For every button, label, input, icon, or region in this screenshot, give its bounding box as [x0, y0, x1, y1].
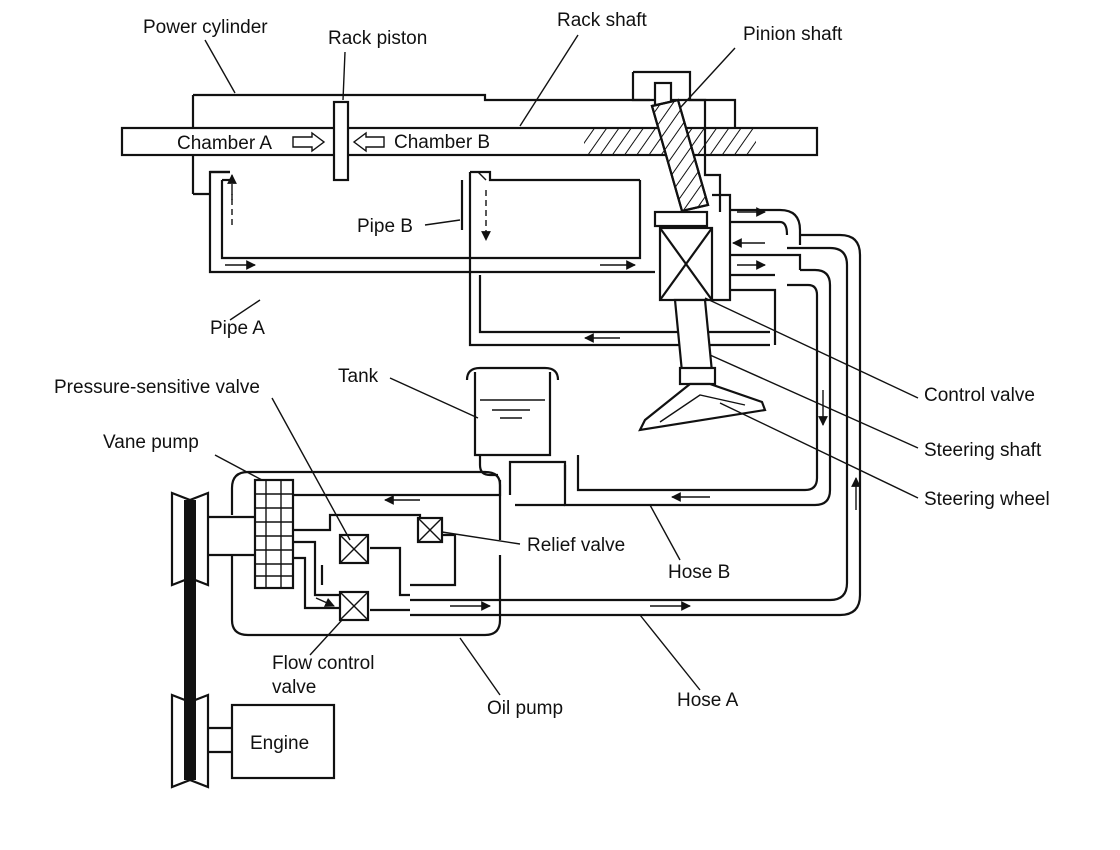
label-pipe-b: Pipe B [357, 216, 413, 237]
hose-b [563, 268, 832, 507]
oil-pump [203, 460, 567, 637]
label-relief-valve: Relief valve [527, 535, 625, 556]
label-power-cylinder: Power cylinder [143, 17, 268, 38]
label-chamber-b: Chamber B [394, 132, 490, 153]
label-chamber-a: Chamber A [177, 133, 272, 154]
label-rack-shaft: Rack shaft [557, 10, 647, 31]
steering-shaft [673, 298, 714, 374]
label-flow-control-valve-1: Flow control [272, 653, 374, 674]
steering-wheel [638, 382, 767, 432]
vane-pump [253, 478, 295, 590]
label-pipe-a: Pipe A [210, 318, 265, 339]
pinion-assembly [631, 70, 802, 432]
hose-a [410, 233, 862, 617]
engine [230, 703, 336, 780]
labels: Power cylinder Rack piston Rack shaft Pi… [54, 10, 1050, 754]
pressure-sensitive-valve [338, 533, 370, 565]
label-pressure-sensitive-valve: Pressure-sensitive valve [54, 377, 260, 398]
label-control-valve: Control valve [924, 385, 1035, 406]
relief-valve [416, 516, 444, 544]
label-steering-shaft: Steering shaft [924, 440, 1042, 461]
label-rack-piston: Rack piston [328, 28, 427, 49]
rack-piston [332, 100, 350, 182]
label-steering-wheel: Steering wheel [924, 489, 1050, 510]
belt-drive [170, 491, 232, 789]
label-oil-pump: Oil pump [487, 698, 563, 719]
label-pinion-shaft: Pinion shaft [743, 24, 843, 45]
label-flow-control-valve-2: valve [272, 677, 316, 698]
label-engine: Engine [250, 733, 309, 754]
flow-control-valve [338, 590, 370, 622]
label-vane-pump: Vane pump [103, 432, 199, 453]
chamber-a-arrow [292, 131, 326, 153]
chamber-b-arrow [352, 131, 385, 153]
label-tank: Tank [338, 366, 379, 387]
leader-lines [204, 34, 919, 696]
tank [465, 366, 560, 477]
label-hose-a: Hose A [677, 690, 739, 711]
pipe-a [208, 170, 655, 274]
label-hose-b: Hose B [668, 562, 730, 583]
pipe-b [460, 171, 770, 347]
